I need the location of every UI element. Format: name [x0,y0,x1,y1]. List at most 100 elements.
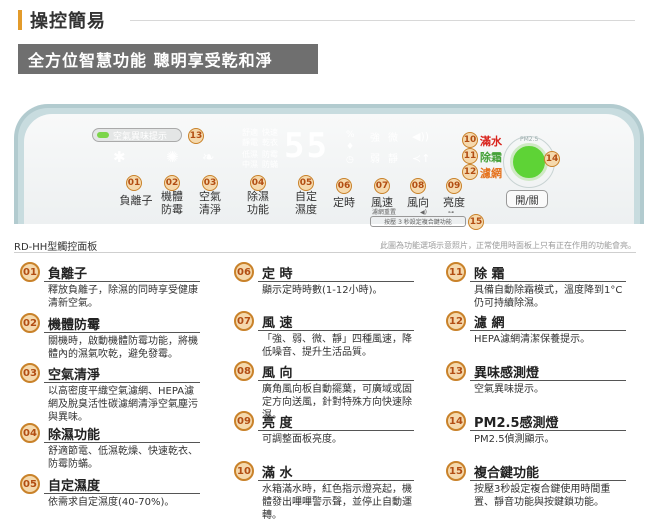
clock-icon: ◷ [346,155,354,165]
panel-num-08: 08 [410,178,426,194]
feature-desc: 水箱滿水時，紅色指示燈亮起，機體發出嗶嗶警示聲，並停止自動運轉。 [262,484,412,521]
feature-underline [44,442,200,443]
caption-divider [14,252,636,253]
feature-underline [470,380,626,381]
feature-underline [258,281,414,282]
panel-num-01: 01 [126,175,142,191]
odor-indicator-label: 空氣異味提示 [113,131,168,142]
fan-speed-weak: 微 [388,133,398,144]
feature-title: 自定濕度 [48,478,101,494]
feature-num: 13 [446,361,466,381]
feature-num: 04 [20,423,40,443]
panel-label-ion: 負離子 [119,194,153,207]
feature-title: 空氣清淨 [48,367,101,383]
feature-08: 08 風 向 廣角風向板自動擺葉，可廣域或固定方向送風，針對特殊方向快速除濕。 [234,361,414,422]
power-button[interactable]: 開/關 [506,190,548,208]
feature-desc: 以高密度平織空氣濾網、HEPA濾網及脫臭活性碳濾網清淨空氣塵污與異味。 [48,386,198,423]
feature-title: 風 速 [262,315,293,331]
panel-label-brightness: 亮度 [443,196,465,209]
feature-title: 除 霜 [474,266,505,282]
feature-title: 機體防霉 [48,317,101,333]
leaf-icon: ❧ [202,148,215,166]
panel-num-02: 02 [164,175,180,191]
feature-desc: 具備自動除霜模式，溫度降到1°C仍可持續除濕。 [474,285,623,309]
feature-desc: 釋放負離子，除濕的同時享受健康清新空氣。 [48,285,198,309]
feature-num: 07 [234,311,254,331]
mode-label-mold: 防霉 [262,150,278,159]
feature-num: 08 [234,361,254,381]
mode-label-mite: 防蟎 [262,160,278,169]
feature-desc: 可調整面板亮度。 [262,434,342,445]
feature-underline [44,332,200,333]
fan-speed-strong: 強 [370,133,380,144]
heading-accent-bar [18,10,22,30]
feature-title: 風 向 [262,365,293,381]
callout-10: 10 [462,132,478,148]
panel-label-purify: 空氣 清淨 [199,190,221,216]
fan-speed-low: 弱 [370,154,380,165]
feature-title: 異味感測燈 [474,365,540,381]
feature-desc: 依需求自定濕度(40-70%)。 [48,497,175,508]
feature-underline [470,430,626,431]
heading-divider [130,20,635,21]
mode-label-midhum: 中濕 [242,160,258,169]
panel-num-09: 09 [446,178,462,194]
feature-title: PM2.5感測燈 [474,415,559,431]
status-filter: 濾網 [480,167,502,180]
status-full-water: 滿水 [480,135,502,148]
feature-underline [44,382,200,383]
panel-label-dehumid: 除濕 功能 [247,190,269,216]
feature-num: 06 [234,262,254,282]
feature-underline [470,330,626,331]
feature-title: 定 時 [262,266,293,282]
callout-13: 13 [188,128,204,144]
odor-indicator-led [97,132,109,138]
feature-num: 01 [20,262,40,282]
swing-icon: ≺↑ [412,152,431,165]
feature-num: 15 [446,461,466,481]
feature-title: 除濕功能 [48,427,101,443]
humidity-display: 55 [284,126,329,166]
panel-num-04: 04 [250,175,266,191]
section-heading: 操控簡易 [18,8,106,32]
panel-label-custom: 自定 濕度 [295,190,317,216]
feature-desc: 廣角風向板自動擺葉，可廣域或固定方向送風，針對特殊方向快速除濕。 [262,384,412,421]
odor-indicator-pill: 空氣異味提示 [92,128,182,142]
panel-num-05: 05 [298,175,314,191]
feature-num: 10 [234,461,254,481]
mode-label-fast: 快速 [262,128,278,137]
feature-underline [44,281,200,282]
panel-note: 此圖為功能選項示意照片，正常使用時面板上只有正在作用的功能會亮。 [380,241,636,250]
feature-underline [258,330,414,331]
mode-label-static: 靜電 [242,138,258,147]
panel-num-07: 07 [374,178,390,194]
panel-caption: RD-HH型觸控面板 [14,242,98,253]
percent-icon: % [346,130,355,140]
pm25-sensor-light [510,143,548,181]
pm25-ring-label: PM2.5 [520,136,539,143]
mode-label-clothes: 乾衣 [262,138,278,147]
feature-desc: 空氣異味提示。 [474,384,544,395]
mode-label-lowhum: 低濕 [242,150,258,159]
feature-desc: HEPA濾網清潔保養提示。 [474,334,591,345]
feature-banner: 全方位智慧功能 聰明享受乾和淨 [18,44,318,74]
feature-13: 13 異味感測燈 空氣異味提示。 [446,361,626,396]
feature-title: 濾 網 [474,315,505,331]
panel-label-direction: 風向 [407,196,429,209]
feature-underline [44,493,200,494]
feature-underline [258,480,414,481]
feature-underline [470,281,626,282]
callout-12: 12 [462,164,478,180]
callout-15: 15 [468,214,484,230]
